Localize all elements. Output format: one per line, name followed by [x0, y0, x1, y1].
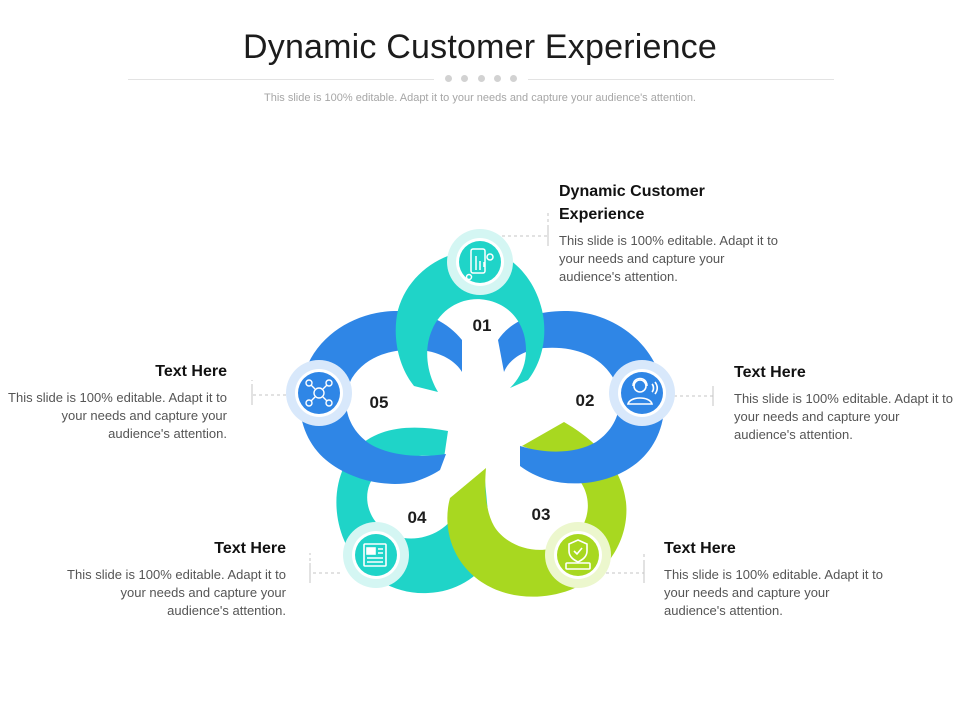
customer-support-agent-icon — [626, 377, 659, 405]
step-number-02: 02 — [575, 391, 595, 410]
step-02-text: Text Here This slide is 100% editable. A… — [734, 361, 956, 444]
ring-segment-05 — [299, 310, 462, 484]
step-02-body: This slide is 100% editable. Adapt it to… — [734, 391, 953, 442]
step-number-04: 04 — [407, 508, 427, 527]
step-01-body: This slide is 100% editable. Adapt it to… — [559, 233, 778, 284]
touchscreen-hand-icon — [465, 248, 494, 281]
step-01-text: Dynamic Customer Experience This slide i… — [559, 180, 784, 286]
title-divider-dots — [445, 75, 517, 82]
step-05-body: This slide is 100% editable. Adapt it to… — [8, 390, 227, 441]
ring-segment-02 — [498, 310, 665, 484]
step-number-05: 05 — [369, 393, 389, 412]
connector-01 — [502, 212, 549, 237]
icon-badge-01 — [447, 229, 513, 295]
step-04-body: This slide is 100% editable. Adapt it to… — [67, 567, 286, 618]
slide-subtitle: This slide is 100% editable. Adapt it to… — [264, 92, 696, 104]
ring-segment-01 — [395, 250, 545, 392]
step-04-heading: Text Here — [214, 540, 286, 557]
shield-device-icon — [565, 539, 591, 570]
icon-badge-02 — [609, 360, 675, 426]
icon-badge-05 — [286, 360, 352, 426]
title-divider-right — [528, 79, 834, 80]
step-04-text: Text Here This slide is 100% editable. A… — [64, 537, 286, 620]
connector-04 — [309, 553, 340, 574]
step-03-heading: Text Here — [664, 540, 736, 557]
step-01-heading: Dynamic Customer Experience — [559, 183, 705, 223]
step-05-text: Text Here This slide is 100% editable. A… — [5, 360, 227, 443]
title-divider-left — [128, 79, 434, 80]
icon-badge-03 — [545, 522, 611, 588]
connector-ticks — [251, 226, 714, 583]
step-05-heading: Text Here — [155, 363, 227, 380]
step-03-body: This slide is 100% editable. Adapt it to… — [664, 567, 883, 618]
step-number-03: 03 — [531, 505, 551, 524]
newspaper-icon — [363, 543, 387, 567]
step-number-01: 01 — [472, 316, 492, 335]
connector-05 — [251, 380, 286, 396]
slide-title: Dynamic Customer Experience — [242, 28, 717, 66]
icon-badge-04 — [343, 522, 409, 588]
network-hub-icon — [305, 379, 333, 407]
step-03-text: Text Here This slide is 100% editable. A… — [664, 537, 886, 620]
step-02-heading: Text Here — [734, 364, 806, 381]
